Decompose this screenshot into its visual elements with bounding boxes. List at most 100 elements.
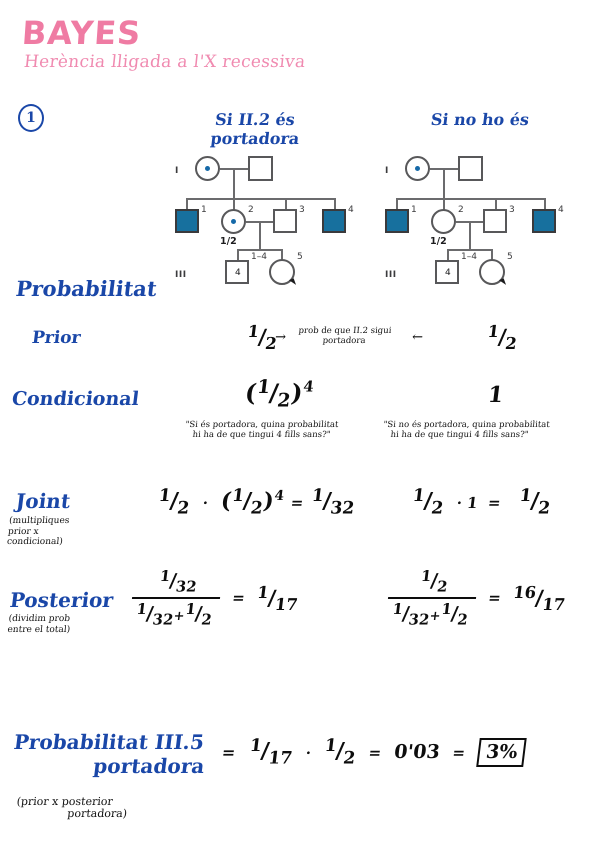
prior-right-value: 1/2 [486, 322, 518, 353]
conditional-left-value: (1/2)4 [243, 376, 315, 412]
gen2-number-4: 4 [558, 205, 564, 215]
posterior-right-numerator: 1/2 [420, 568, 449, 596]
gen3-number-5: 5 [297, 252, 303, 262]
conditional-left-note-line2: hi ha de que tingui 4 fills sans?" [192, 430, 331, 440]
page-title: BAYES [20, 14, 143, 52]
gen2-drop-3 [285, 198, 287, 210]
gen3-drop-1 [237, 249, 239, 261]
posterior-note: (dividim prob entre el total) [7, 614, 72, 635]
gen1-descent-line [233, 168, 235, 198]
gen1-descent-line [443, 168, 445, 198]
page-subtitle: Herència lligada a l'X recessiva [22, 52, 307, 72]
proband-arrow-icon [288, 278, 297, 287]
gen2-number-3: 3 [299, 205, 305, 215]
gen3-sibling-count: 4 [445, 268, 451, 278]
posterior-left-expression: 1/32 1/32+1/2 = 1/17 [128, 568, 302, 628]
joint-note-line3: condicional) [6, 537, 64, 547]
posterior-right-result: 16/17 [512, 582, 567, 614]
conclusion-factor2: 1/2 [323, 736, 357, 769]
joint-note-line2: prior x [7, 526, 40, 537]
gen2-drop-2 [443, 198, 445, 210]
pedigree-right-heading: Si no ho és [380, 110, 580, 129]
gen3-number-5: 5 [507, 252, 513, 262]
joint-left-result: 1/32 [310, 486, 356, 519]
pedigree-left-heading-line1: Si II.2 és [214, 110, 296, 129]
joint-note-line1: (multipliques [8, 516, 70, 526]
gen2-descent-line [469, 221, 471, 249]
prior-note-line1: prob de que II.2 sigui [298, 326, 392, 336]
posterior-right-denominator: 1/32+1/2 [391, 600, 469, 629]
conditional-left-note-line1: "Si és portadora, quina probabilitat [185, 420, 339, 430]
joint-note: (multipliques prior x condicional) [6, 516, 70, 548]
posterior-left-denominator: 1/32+1/2 [135, 600, 213, 629]
gen2-male-affected-1 [175, 209, 199, 233]
gen3-drop-2 [491, 249, 493, 261]
conclusion-percent-boxed: 3% [476, 738, 528, 768]
posterior-note-line1: (dividim prob [8, 614, 71, 624]
conclusion-decimal: 0'03 [392, 741, 442, 764]
posterior-left-result: 1/17 [256, 582, 299, 614]
gen3-sibling-group-square: 4 [225, 260, 249, 284]
gen1-female-carrier [195, 156, 220, 181]
gen2-male-3 [273, 209, 297, 233]
gen2-number-3: 3 [509, 205, 515, 215]
gen2-male-affected-1 [385, 209, 409, 233]
conclusion-factor1: 1/17 [248, 736, 294, 769]
posterior-note-line2: entre el total) [6, 624, 71, 635]
carrier-dot-icon [415, 166, 420, 171]
conclusion-expression: = 1/17 · 1/2 = 0'03 = 3% [220, 736, 528, 769]
gen2-drop-1 [186, 198, 188, 210]
posterior-left-numerator: 1/32 [158, 568, 198, 596]
gen-label-III: III [385, 270, 397, 280]
joint-right-result: 1/2 [518, 486, 552, 519]
gen1-male [248, 156, 273, 181]
ii2-risk-label: 1/2 [220, 236, 237, 247]
joint-left-expression: 1/2 · (1/2)4 = 1/32 [157, 486, 356, 519]
conclusion-label-line1: Probabilitat III.5 [12, 730, 206, 754]
gen2-sibship-bar [396, 198, 545, 200]
pedigree-left-heading-line2: portadora [209, 129, 301, 148]
gen2-sibship-bar [186, 198, 335, 200]
gen2-descent-line [259, 221, 261, 249]
gen2-number-2: 2 [248, 205, 254, 215]
gen3-sibship-bar [237, 249, 282, 251]
conclusion-note: (prior x posterior portadora) [15, 795, 129, 820]
conclusion-note-line2: portadora) [66, 807, 128, 820]
conditional-left-note: "Si és portadora, quina probabilitat hi … [184, 420, 386, 440]
gen2-male-affected-4 [322, 209, 346, 233]
gen2-number-2: 2 [458, 205, 464, 215]
gen3-drop-1 [447, 249, 449, 261]
prior-center-note: prob de que II.2 sigui portadora [291, 326, 398, 346]
row-label-prior: Prior [30, 328, 82, 348]
conclusion-label-line2: portadora [92, 754, 206, 778]
gen3-sibship-bar [447, 249, 492, 251]
gen2-drop-1 [396, 198, 398, 210]
conclusion-equals: = [220, 743, 237, 763]
gen2-number-1: 1 [201, 205, 207, 215]
gen3-female-proband [479, 259, 505, 285]
posterior-right-expression: 1/2 1/32+1/2 = 16/17 [384, 568, 569, 628]
proband-arrow-icon [498, 278, 507, 287]
row-label-posterior: Posterior [8, 588, 115, 612]
conditional-right-note: "Si no és portadora, quina probabilitat … [382, 420, 599, 440]
gen2-female-ii2 [431, 209, 456, 234]
row-label-condicional: Condicional [10, 388, 141, 410]
gen3-sib-range-label: 1–4 [251, 252, 267, 262]
gen2-male-3 [483, 209, 507, 233]
gen1-female-carrier [405, 156, 430, 181]
prior-note-line2: portadora [322, 336, 366, 346]
gen3-sib-range-label: 1–4 [461, 252, 477, 262]
pedigree-left: I II III 1 2 1/2 3 4 4 1–4 5 [175, 148, 355, 298]
conditional-right-note-line1: "Si no és portadora, quina probabilitat [383, 420, 551, 430]
carrier-dot-icon [205, 166, 210, 171]
gen3-sibling-group-square: 4 [435, 260, 459, 284]
prior-arrow-right: ← [411, 330, 424, 345]
conclusion-label: Probabilitat III.5 portadora [12, 730, 244, 778]
gen-label-III: III [175, 270, 187, 280]
carrier-dot-icon [231, 219, 236, 224]
pedigree-right-heading-line1: Si no ho és [429, 110, 531, 129]
gen3-drop-2 [281, 249, 283, 261]
prior-arrow-left: → [274, 330, 287, 345]
gen2-drop-2 [233, 198, 235, 210]
gen3-female-proband [269, 259, 295, 285]
